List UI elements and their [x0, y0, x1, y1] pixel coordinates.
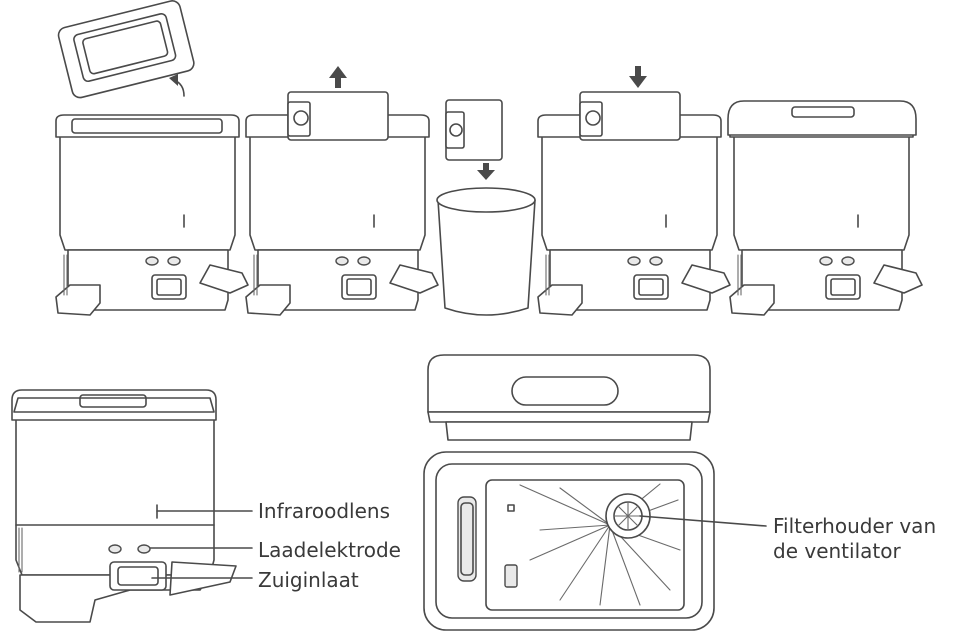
- step-5-closed: [727, 100, 923, 316]
- label-suction-inlet: Zuiginlaat: [258, 568, 359, 592]
- label-fan-filter-holder: Filterhouder van de ventilator: [773, 514, 936, 564]
- electrode-right: [137, 544, 151, 554]
- step-4-insert-bag: [537, 66, 731, 316]
- down-arrow-icon: [477, 163, 495, 180]
- waste-bin: [436, 187, 536, 316]
- new-dust-bag: [579, 91, 681, 141]
- label-infrared-lens: Infraroodlens: [258, 499, 391, 523]
- station-front-view: [11, 389, 253, 623]
- dust-bag: [287, 91, 389, 141]
- step-1-open-lid: [55, 0, 249, 316]
- electrode-left: [108, 544, 122, 554]
- label-fan-filter-holder-line1: Filterhouder van: [773, 514, 937, 538]
- lid-detail: [427, 354, 711, 441]
- dust-compartment-top-view: [423, 451, 767, 631]
- label-fan-filter-holder-line2: de ventilator: [773, 539, 901, 563]
- down-arrow-icon: [629, 66, 647, 88]
- up-arrow-icon: [329, 66, 347, 88]
- label-charging-electrode: Laadelektrode: [258, 538, 401, 562]
- used-dust-bag: [445, 99, 503, 161]
- step-2-remove-bag: [245, 66, 439, 316]
- suction-inlet-opening: [109, 561, 167, 591]
- step-3-discard-bag: [436, 99, 536, 316]
